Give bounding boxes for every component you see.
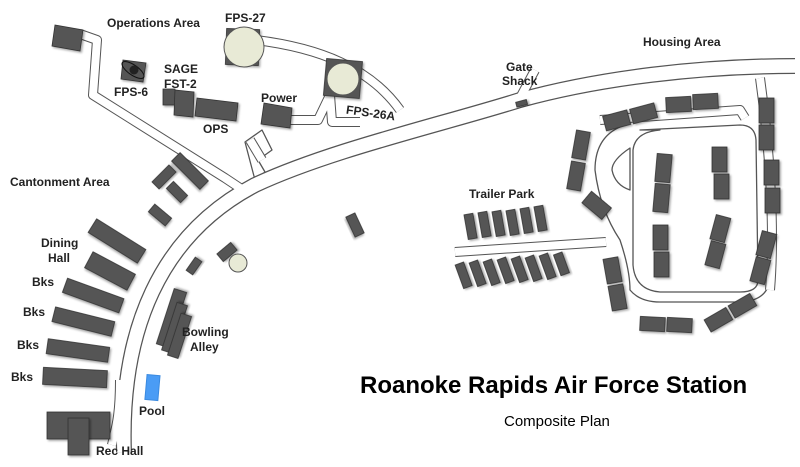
label-gate: Gate [506,60,533,74]
label-pool: Pool [139,404,165,418]
label-rec-hall: Rec Hall [96,444,144,458]
pool-icon [144,373,161,402]
label-fps27: FPS-27 [225,11,266,25]
fps26a-radome-icon [322,58,363,99]
label-housing-area: Housing Area [643,35,721,49]
label-fps6: FPS-6 [114,85,149,99]
building [173,89,195,118]
trailer-park-trailers [454,204,570,290]
map-title: Roanoke Rapids Air Force Station [360,372,748,399]
label-operations-area: Operations Area [107,16,200,30]
operations-buildings [51,24,363,129]
housing-buildings [515,92,781,334]
label-bowling: Bowling [182,325,229,339]
label-hall: Hall [48,251,71,265]
fps6-radar-icon [120,59,147,83]
label-bks: Bks [11,370,34,384]
label-bks: Bks [23,305,46,319]
map-subtitle: Composite Plan [504,413,610,430]
label-bks: Bks [17,338,40,352]
water-tank-icon [228,253,248,273]
cantonment-buildings [42,152,365,456]
bowling-alley-building [155,288,193,359]
ops-building [194,97,239,122]
label-dining: Dining [41,236,79,250]
label-trailer-park: Trailer Park [469,187,535,201]
label-power: Power [261,91,298,105]
label-bks: Bks [32,275,55,289]
label-alley: Alley [190,340,219,354]
label-shack: Shack [502,74,538,88]
label-sage: SAGE [164,62,199,76]
label-fst2: FST-2 [164,77,197,91]
power-building [260,102,293,129]
label-ops: OPS [203,122,229,136]
building [51,24,84,52]
label-cantonment-area: Cantonment Area [10,175,110,189]
fps27-radome-icon [223,26,265,68]
building [162,88,176,106]
